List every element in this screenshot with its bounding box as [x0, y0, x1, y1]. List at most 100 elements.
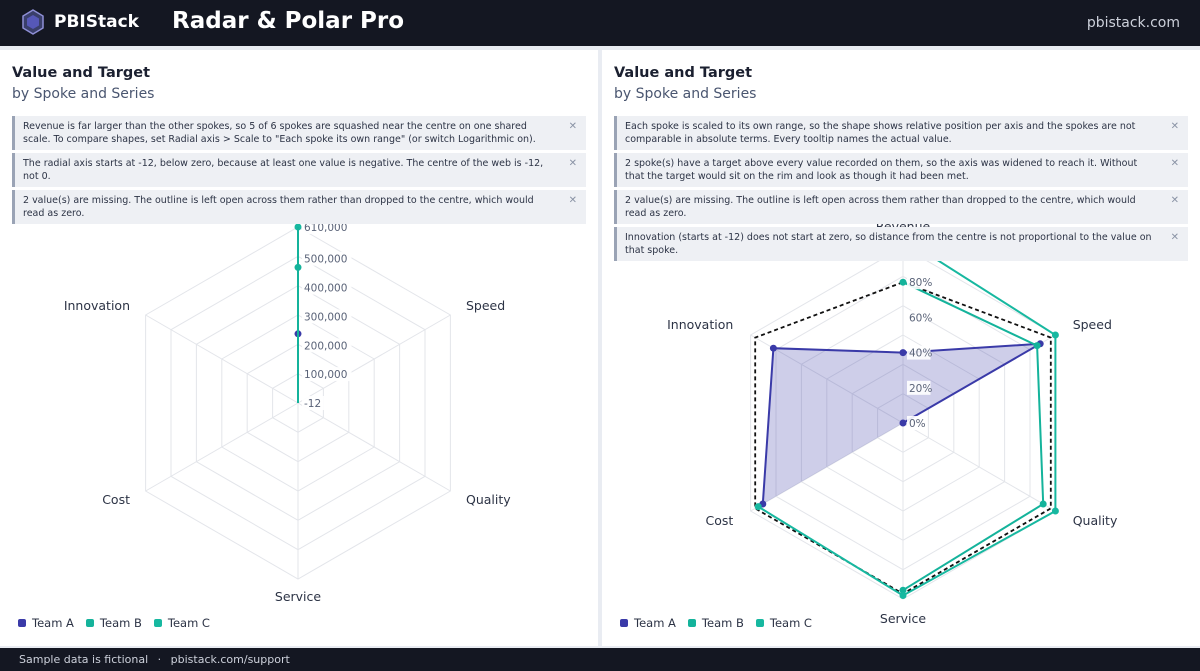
legend-item-team-c[interactable]: Team C	[755, 616, 812, 630]
note-text: 2 value(s) are missing. The outline is l…	[23, 195, 534, 219]
app-title: Radar & Polar Pro	[172, 8, 405, 34]
panel-title: Value and Target	[614, 65, 753, 81]
data-point	[1039, 500, 1047, 508]
chart-legend: Team A Team B Team C	[18, 616, 210, 630]
close-icon[interactable]: ✕	[1170, 158, 1179, 169]
note-text: The radial axis starts at -12, below zer…	[23, 158, 544, 182]
note-banner: The radial axis starts at -12, below zer…	[12, 153, 586, 187]
panel-subtitle: by Spoke and Series	[614, 86, 757, 102]
axis-label: Quality	[1073, 513, 1118, 528]
tick-label: 610,000	[304, 222, 347, 234]
note-banner: 2 spoke(s) have a target above every val…	[614, 153, 1188, 187]
data-point	[899, 349, 907, 357]
series-line	[902, 281, 1045, 592]
axis-label: Quality	[466, 492, 511, 507]
note-text: Each spoke is scaled to its own range, s…	[625, 121, 1136, 145]
tick-label: 100,000	[304, 369, 347, 381]
spoke-line	[145, 402, 299, 492]
axis-label: Speed	[466, 298, 505, 313]
data-point	[899, 586, 907, 594]
data-point	[899, 278, 907, 286]
close-icon[interactable]: ✕	[1170, 232, 1179, 243]
axis-label: Cost	[102, 492, 130, 507]
footer-link[interactable]: pbistack.com/support	[170, 653, 290, 666]
tick-label: 300,000	[304, 311, 347, 323]
site-link[interactable]: pbistack.com	[1086, 15, 1180, 31]
tick-label-bg	[302, 338, 352, 353]
close-icon[interactable]: ✕	[568, 121, 577, 132]
legend-label: Team C	[167, 616, 210, 630]
note-banner: 2 value(s) are missing. The outline is l…	[614, 190, 1188, 224]
footer-bar: Sample data is fictional · pbistack.com/…	[0, 648, 1200, 671]
close-icon[interactable]: ✕	[568, 158, 577, 169]
legend-label: Team B	[701, 616, 744, 630]
axis-label: Innovation	[667, 317, 733, 332]
brand-name: PBIStack	[54, 12, 139, 32]
tick-label-bg	[907, 345, 931, 360]
tick-label: -12	[304, 398, 321, 410]
legend-label: Team A	[32, 616, 74, 630]
data-point	[769, 344, 777, 352]
note-banner: 2 value(s) are missing. The outline is l…	[12, 190, 586, 224]
spoke-line	[297, 314, 451, 404]
right-chart-panel: RevenueSpeedQualityServiceCostInnovation…	[602, 50, 1200, 646]
top-bar: PBIStack Radar & Polar Pro pbistack.com	[0, 0, 1200, 46]
tick-label: 0%	[909, 418, 926, 430]
tick-label-bg	[302, 367, 352, 382]
tick-label: 400,000	[304, 283, 347, 295]
legend-item-team-c[interactable]: Team C	[153, 616, 210, 630]
legend-item-team-a[interactable]: Team A	[18, 616, 74, 630]
notes-list: Revenue is far larger than the other spo…	[12, 116, 586, 227]
tick-label-bg	[907, 275, 931, 290]
tick-label-bg	[907, 380, 931, 395]
data-point	[1033, 342, 1041, 350]
spoke-line	[297, 402, 451, 492]
data-point	[1051, 331, 1059, 339]
note-banner: Revenue is far larger than the other spo…	[12, 116, 586, 150]
note-text: Innovation (starts at -12) does not star…	[625, 232, 1152, 256]
axis-label: Service	[880, 611, 927, 626]
legend-label: Team A	[634, 616, 676, 630]
tick-label-bg	[302, 280, 352, 295]
spoke-line	[902, 422, 1056, 512]
legend-item-team-a[interactable]: Team A	[620, 616, 676, 630]
legend-item-team-b[interactable]: Team B	[85, 616, 142, 630]
panel-subtitle: by Spoke and Series	[12, 86, 155, 102]
tick-label-bg	[302, 251, 352, 266]
data-point	[899, 419, 907, 427]
pbistack-logo-icon	[22, 9, 44, 35]
note-banner: Each spoke is scaled to its own range, s…	[614, 116, 1188, 150]
legend-item-team-b[interactable]: Team B	[687, 616, 744, 630]
series-fill	[762, 343, 1041, 504]
close-icon[interactable]: ✕	[1170, 121, 1179, 132]
tick-label: 200,000	[304, 340, 347, 352]
left-chart-panel: RevenueSpeedQualityServiceCostInnovation…	[0, 50, 598, 646]
tick-label: 20%	[909, 383, 932, 395]
tick-label-bg	[302, 396, 326, 410]
note-text: Revenue is far larger than the other spo…	[23, 121, 536, 145]
tick-label-bg	[907, 416, 924, 430]
note-banner: Innovation (starts at -12) does not star…	[614, 227, 1188, 261]
note-text: 2 value(s) are missing. The outline is l…	[625, 195, 1136, 219]
spoke-line	[750, 422, 904, 512]
data-point	[899, 592, 907, 599]
footer-note: Sample data is fictional	[19, 653, 149, 666]
footer-separator: ·	[157, 653, 162, 666]
data-point	[754, 503, 762, 511]
tick-label: 500,000	[304, 254, 347, 266]
legend-label: Team B	[99, 616, 142, 630]
axis-label: Cost	[706, 513, 734, 528]
note-text: 2 spoke(s) have a target above every val…	[625, 158, 1138, 182]
close-icon[interactable]: ✕	[1170, 195, 1179, 206]
close-icon[interactable]: ✕	[568, 195, 577, 206]
tick-label: 40%	[909, 348, 932, 360]
tick-label-bg	[907, 310, 931, 325]
axis-label: Speed	[1073, 317, 1112, 332]
tick-label-bg	[302, 309, 352, 324]
tick-label: 60%	[909, 312, 932, 324]
panel-title: Value and Target	[12, 65, 151, 81]
axis-label: Service	[275, 589, 322, 604]
axis-label: Innovation	[64, 298, 130, 313]
chart-legend: Team A Team B Team C	[620, 616, 812, 630]
data-point	[1051, 507, 1059, 515]
